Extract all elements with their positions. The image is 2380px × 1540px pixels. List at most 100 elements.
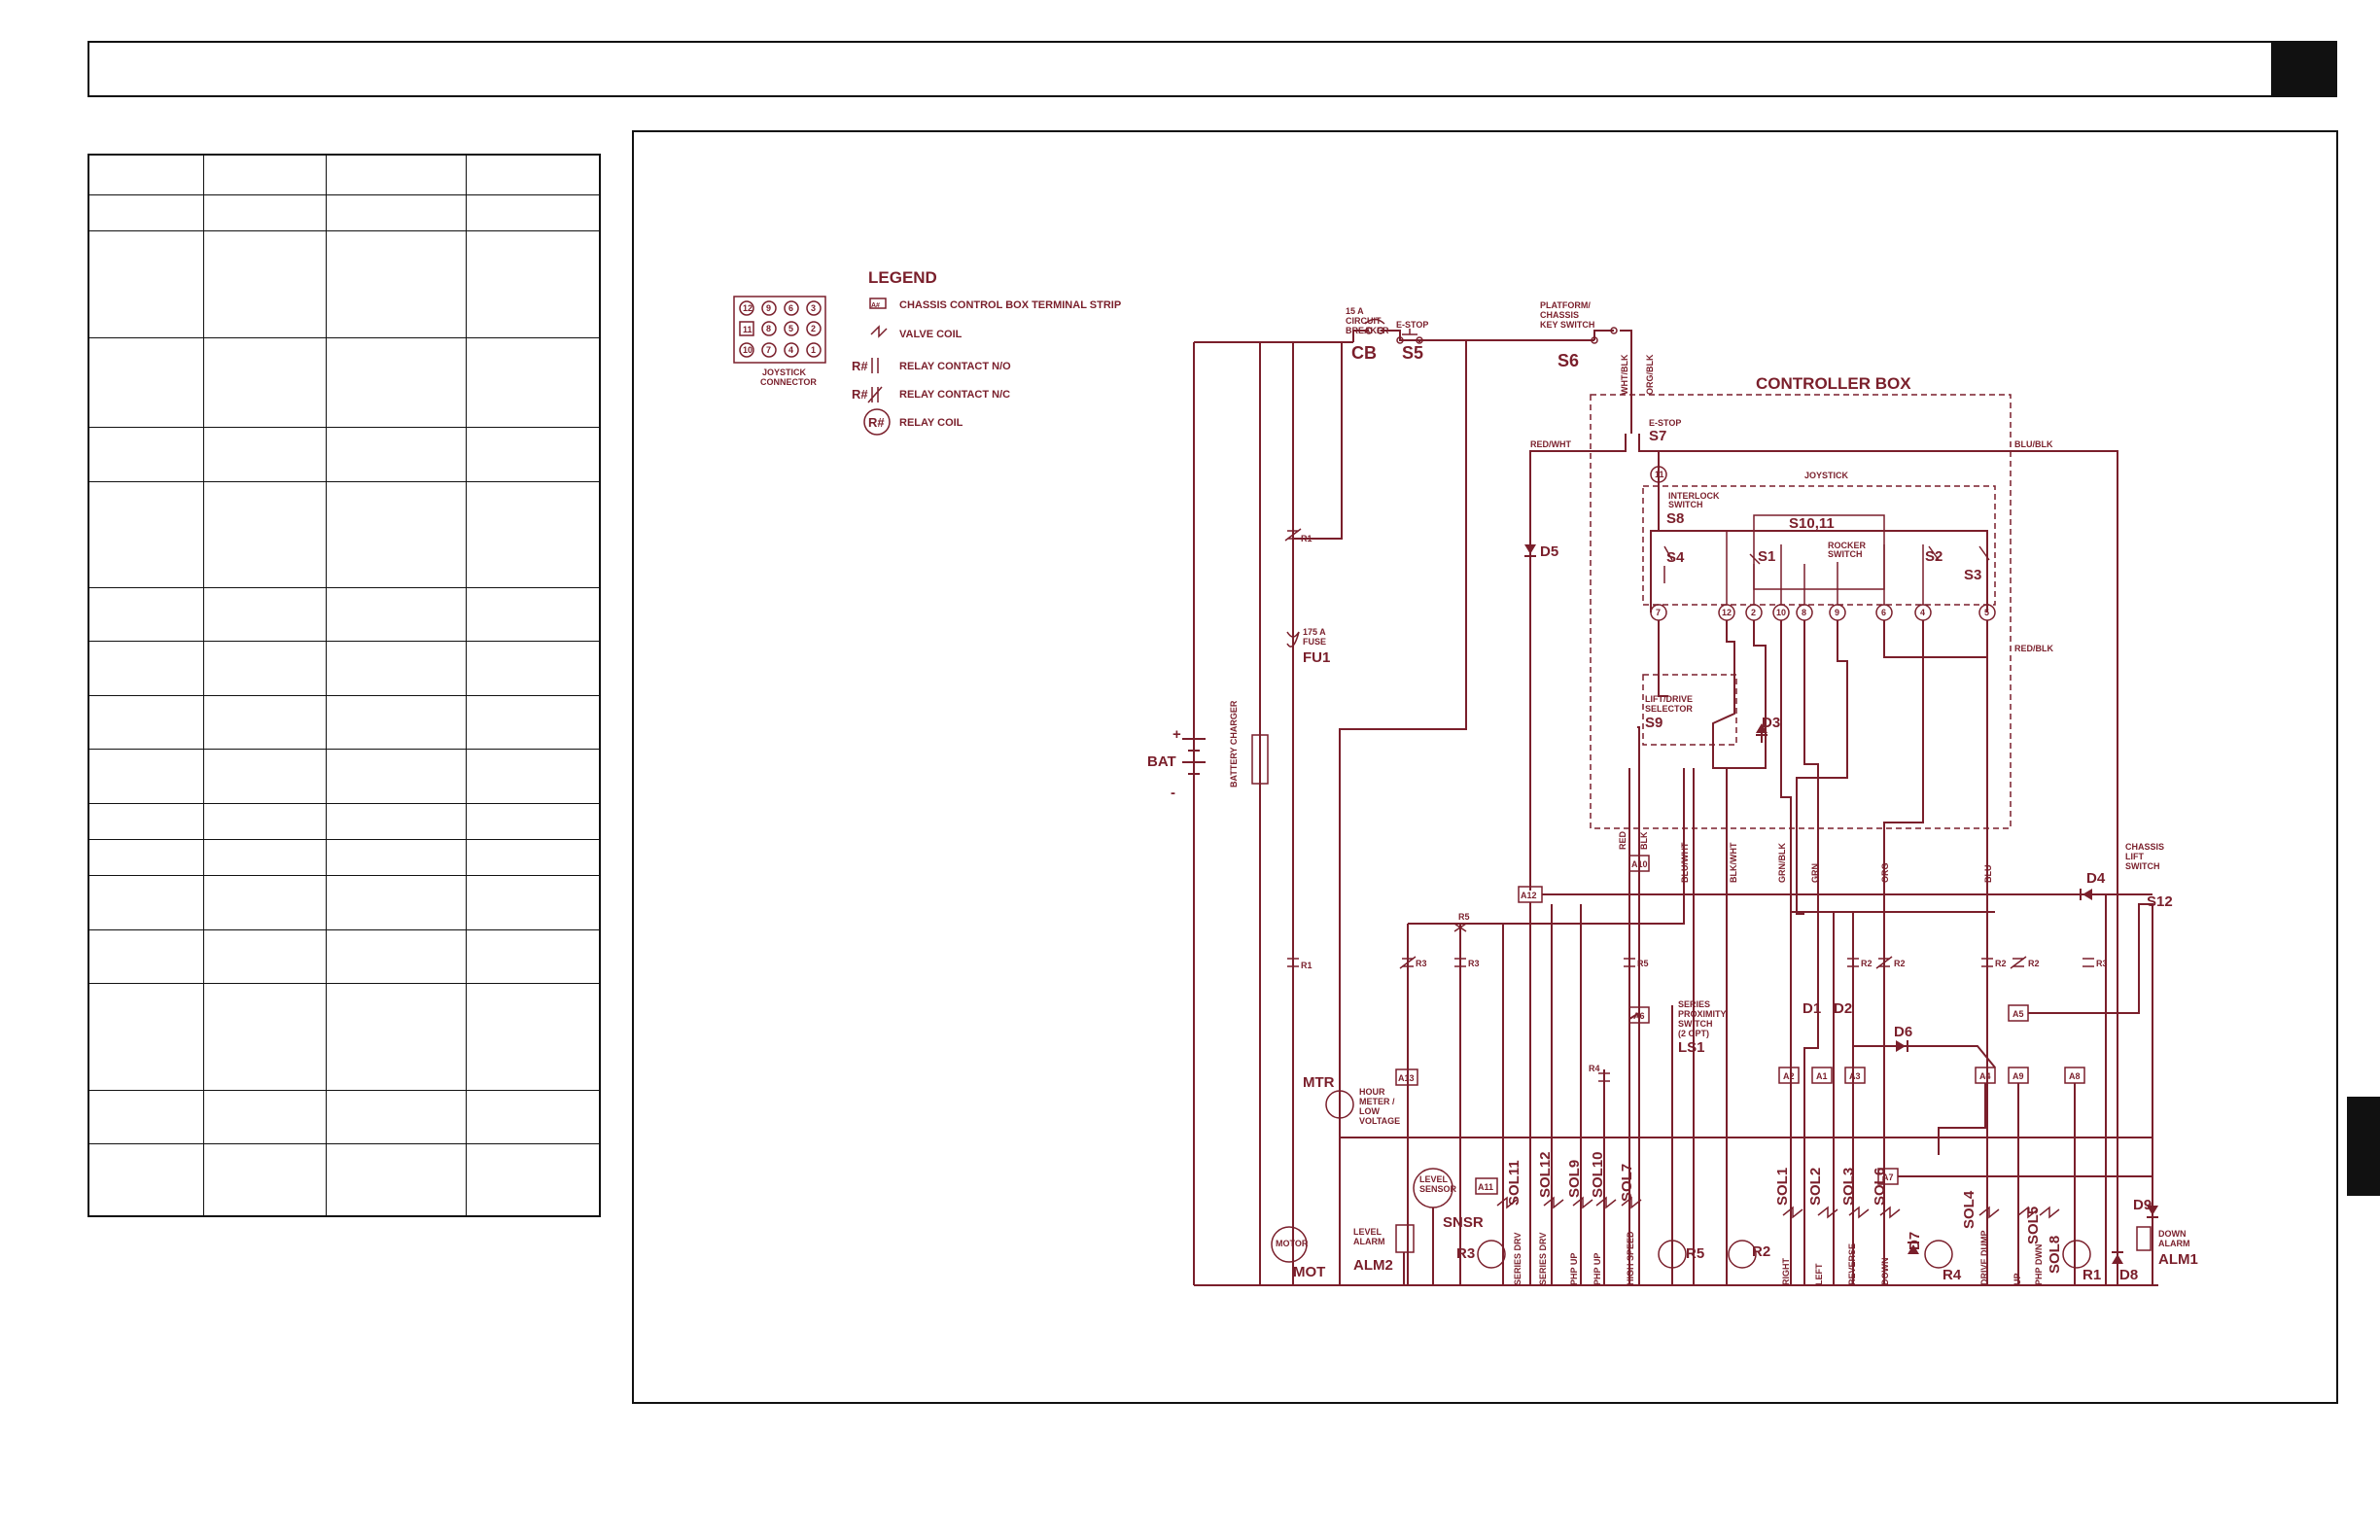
wire-red-wht: RED/WHT xyxy=(1530,439,1571,449)
r2-nc-b xyxy=(2010,956,2027,969)
connector-label-2: CONNECTOR xyxy=(760,377,817,387)
key-label-3: KEY SWITCH xyxy=(1540,320,1594,330)
pin-1-label: 1 xyxy=(811,345,816,355)
pin-9-text: 9 xyxy=(1835,608,1839,617)
a12-text: A12 xyxy=(1521,891,1537,900)
s12-label: S12 xyxy=(2147,893,2173,910)
pin-6 xyxy=(784,300,799,316)
table-row xyxy=(88,1089,601,1144)
pin-8 xyxy=(761,321,777,336)
joystick-left-wire xyxy=(1650,482,1660,612)
r3-lines xyxy=(1407,924,1504,1285)
wire-red-blk: RED/BLK xyxy=(2014,644,2053,653)
sol3-label: SOL3 xyxy=(1840,1168,1857,1206)
schematic-labels: 15 A CIRCUIT BREAKER CB E-STOP S5 PLATFO… xyxy=(1147,300,2198,1285)
fn-left: LEFT xyxy=(1814,1263,1824,1285)
fn-series-drv-2: SERIES DRV xyxy=(1538,1233,1548,1285)
legend-nc-rsym: R# xyxy=(852,387,868,402)
charger-label: BATTERY CHARGER xyxy=(1229,700,1239,788)
s12-feed xyxy=(2028,903,2153,1285)
pin-7-text: 7 xyxy=(1656,608,1661,617)
legend-nc-text: RELAY CONTACT N/C xyxy=(899,389,1010,401)
joystick-box-outline xyxy=(1642,485,1996,606)
hm-label-4: VOLTAGE xyxy=(1359,1116,1400,1126)
sol5b-coil xyxy=(2039,1206,2060,1219)
controller-box-outline xyxy=(1590,394,2012,829)
legend-title: LEGEND xyxy=(868,268,937,287)
a5-text: A5 xyxy=(2012,1009,2024,1019)
sol5-label: SOL5 xyxy=(2025,1207,2042,1244)
r5-coil xyxy=(1658,1240,1687,1269)
relay-coil-symbol xyxy=(863,408,891,436)
fn-down: DOWN xyxy=(1880,1258,1890,1286)
pin-11 xyxy=(739,321,754,336)
wire-blk-wht: BLK/WHT xyxy=(1729,842,1738,883)
wire-grn: GRN xyxy=(1810,863,1820,883)
joystick-internal-wires xyxy=(1726,531,1988,605)
pin-2-label: 2 xyxy=(811,324,816,333)
s7-label: S7 xyxy=(1649,428,1666,444)
down-alarm-symbol xyxy=(2136,1226,2152,1251)
s1-label: S1 xyxy=(1758,548,1775,565)
cb-output-e xyxy=(1883,620,1924,1285)
r1-coil-label: R1 xyxy=(2082,1267,2101,1283)
r1-contact-label-bottom: R1 xyxy=(1301,961,1312,970)
estop2-label: E-STOP xyxy=(1649,418,1681,428)
pin-11-text: 11 xyxy=(1655,470,1664,479)
d4-arrow xyxy=(2082,889,2092,900)
wire-blu-blk: BLU/BLK xyxy=(2014,439,2053,449)
pin-10 xyxy=(739,342,754,358)
chassis-lift-label-2: LIFT xyxy=(2125,852,2144,861)
r5-no-contact xyxy=(1624,958,1635,967)
level-alarm-symbol xyxy=(1395,1224,1415,1253)
chassis-lift-label-1: CHASSIS xyxy=(2125,842,2164,852)
interlock-label-1: INTERLOCK xyxy=(1668,491,1720,501)
d5-arrow xyxy=(1524,544,1536,554)
motor-text: MOTOR xyxy=(1276,1239,1309,1248)
fn-high-speed: HIGH SPEED xyxy=(1626,1231,1635,1285)
s5-bar xyxy=(1402,329,1418,335)
terminal-a11 xyxy=(1475,1177,1498,1195)
fuse-label-2: FUSE xyxy=(1303,637,1326,647)
schematic-frame xyxy=(632,130,2338,1404)
a9-text: A9 xyxy=(2012,1071,2024,1081)
r4-coil xyxy=(1924,1240,1953,1269)
prox-label-2: PROXIMITY xyxy=(1678,1009,1727,1019)
sol1-label: SOL1 xyxy=(1774,1168,1791,1206)
fn-drive-dump: DRIVE DUMP xyxy=(1979,1230,1989,1285)
cb-lead xyxy=(1352,330,1369,342)
mot-label: MOT xyxy=(1293,1264,1325,1280)
terminal-a6 xyxy=(1628,1006,1650,1024)
s4-label: S4 xyxy=(1666,549,1685,566)
alm1-label: ALM1 xyxy=(2158,1251,2198,1268)
valve-coil-symbol xyxy=(870,325,888,338)
sol12-sol9-lines xyxy=(1551,904,1582,1285)
sol11-coil xyxy=(1496,1196,1518,1209)
cb-contact-b xyxy=(1377,327,1384,334)
pin-7-label: 7 xyxy=(766,345,771,355)
blu-blk-wire xyxy=(1645,450,2118,1285)
legend-coil-rsym: R# xyxy=(868,415,885,430)
down-alarm-label-1: DOWN xyxy=(2158,1229,2187,1239)
sol7-label: SOL7 xyxy=(1619,1164,1635,1202)
level-sensor-label-1: LEVEL xyxy=(1419,1174,1449,1184)
r1-no-contact xyxy=(1287,958,1299,967)
sol7-coil xyxy=(1621,1196,1642,1209)
sol10-label: SOL10 xyxy=(1590,1151,1606,1198)
d1-label: D1 xyxy=(1802,1000,1821,1017)
a11-text: A11 xyxy=(1478,1182,1493,1192)
legend: LEGEND A# CHASSIS CONTROL BOX TERMINAL S… xyxy=(852,268,1121,436)
wire-wht-blk: WHT/BLK xyxy=(1620,354,1629,395)
wire-org-blk: ORG/BLK xyxy=(1645,354,1655,395)
bat-minus: - xyxy=(1171,785,1175,801)
mtr-label: MTR xyxy=(1303,1074,1335,1091)
wire-red: RED xyxy=(1618,830,1628,850)
d6-row xyxy=(1853,1045,1996,1068)
wire-blu-wht: BLU/WHT xyxy=(1680,842,1690,883)
d8-arrow xyxy=(2112,1254,2123,1264)
r2-no-a xyxy=(1847,958,1859,967)
d8-label: D8 xyxy=(2119,1267,2138,1283)
relay-nc-symbol xyxy=(867,386,883,403)
a10-down xyxy=(1628,871,1640,1285)
